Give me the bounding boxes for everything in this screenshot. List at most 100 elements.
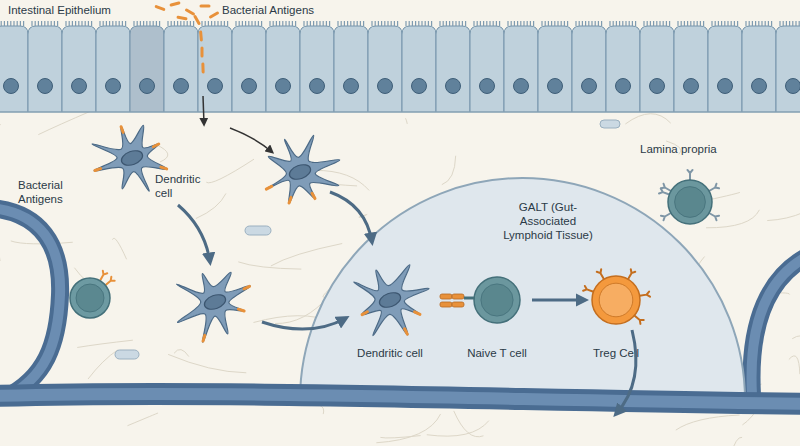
epithelial-cell: [232, 26, 266, 112]
antigen-fragment: [153, 144, 158, 147]
surface-receptor: [709, 213, 719, 220]
cell-nucleus: [208, 79, 223, 94]
cell-nucleus: [684, 79, 699, 94]
cell-nucleus: [650, 79, 665, 94]
region-label: Lamina propria: [640, 142, 760, 156]
antigen-fragment: [201, 5, 209, 8]
epithelial-cell: [742, 26, 776, 112]
receptor-complex: [452, 294, 464, 299]
cell-nucleus: [140, 79, 155, 94]
fiber-line: [405, 118, 407, 124]
cell-node: Dendritic cell: [345, 262, 435, 366]
synapse-stem: [464, 297, 475, 300]
fiber-line: [300, 404, 324, 414]
galt-dome: GALT (Gut-Associated Lymphoid Tissue) Den…: [300, 178, 745, 400]
antigen-fragment: [203, 335, 205, 341]
cell-nucleus: [446, 79, 461, 94]
dendritic-cell-illustration: [266, 135, 340, 203]
epithelial-cell: [130, 26, 164, 112]
epithelial-cell: [470, 26, 504, 112]
lymphocyte-illustration: [70, 271, 115, 318]
cell-nucleus: [412, 79, 427, 94]
antigen-fragment: [244, 286, 249, 288]
cell-node: Dendritic cell: [100, 128, 200, 203]
epithelial-cell: [402, 26, 436, 112]
node-label: GALT (Gut-Associated Lymphoid Tissue): [498, 200, 598, 242]
antigen-fragment: [415, 312, 420, 315]
epithelial-cell: [538, 26, 572, 112]
bacterial-antigens: [156, 3, 217, 72]
fiber-line: [376, 414, 440, 443]
antigen-fragment: [201, 64, 204, 72]
lymphocyte-nucleus: [675, 187, 706, 218]
antigen-fragment: [211, 13, 218, 17]
cell-nucleus: [310, 79, 325, 94]
connective-fibers: [0, 111, 800, 446]
cell-nucleus: [582, 79, 597, 94]
blood-vessel: [0, 394, 800, 404]
dendritic-cell-illustration: [354, 265, 429, 336]
migration-arrows: [178, 96, 636, 414]
galt-dome-shape: [300, 178, 745, 400]
epithelial-cell: [28, 26, 62, 112]
antigen-fragment: [178, 17, 186, 18]
antigen-fragment: [187, 10, 194, 14]
connector-layer: [532, 300, 585, 301]
migration-arrow: [203, 96, 204, 124]
cell-nucleus: [718, 79, 733, 94]
cell-node: Naive T cell: [462, 276, 532, 366]
cell-nucleus: [514, 79, 529, 94]
fiber-line: [291, 176, 357, 186]
lymph-vessel: [0, 208, 60, 398]
lymphocyte-nucleus: [599, 283, 633, 317]
lymph-vessel-lumen: [752, 255, 800, 395]
dendritic-cell-body: [177, 272, 251, 342]
fiber-line: [0, 125, 1, 133]
antigen-fragment: [95, 169, 101, 171]
migration-arrow: [178, 205, 210, 262]
intestinal-epithelium: [0, 21, 800, 112]
antigen-fragment: [161, 167, 167, 169]
surface-receptor: [640, 292, 650, 297]
dendritic-cell-body: [354, 265, 429, 336]
migration-arrow: [616, 330, 636, 414]
cell-nucleus: [480, 79, 495, 94]
cell-nucleus: [548, 79, 563, 94]
antigen-fragment: [405, 329, 408, 334]
cell-node: Treg Cell: [585, 276, 647, 366]
fiber-line: [380, 436, 420, 438]
fiber-line: [206, 159, 254, 183]
fiber-line: [127, 413, 158, 426]
cell-nucleus: [616, 79, 631, 94]
cell-nucleus: [106, 79, 121, 94]
connector-arrow: [532, 299, 585, 302]
antigen-fragment: [362, 312, 367, 315]
antigen-fragment: [199, 32, 203, 40]
fiber-line: [625, 114, 670, 124]
fiber-line: [271, 244, 342, 266]
fiber-line: [77, 340, 133, 347]
antigen-fragment: [195, 17, 199, 24]
fiber-line: [0, 234, 1, 261]
region-label: Intestinal Epithelium: [8, 3, 158, 17]
lymphocyte-nucleus: [76, 284, 104, 312]
dendritic-cell-nucleus: [202, 292, 227, 312]
surface-receptor: [709, 184, 719, 191]
tissue-capillary: [245, 226, 271, 235]
migration-arrow: [230, 128, 272, 152]
fiber-line: [74, 268, 94, 283]
dendritic-cell-nucleus: [119, 148, 144, 168]
epithelial-cell: [368, 26, 402, 112]
fiber-line: [699, 192, 740, 202]
antigen-fragment: [289, 197, 291, 203]
epithelial-cell: [436, 26, 470, 112]
node-label: Dendritic cell: [155, 172, 209, 200]
surface-receptor: [100, 271, 107, 281]
fiber-line: [767, 192, 800, 221]
antigen-fragment: [171, 3, 179, 5]
fiber-line: [168, 354, 246, 372]
basement-membrane: [0, 111, 800, 112]
fiber-line: [156, 145, 168, 162]
